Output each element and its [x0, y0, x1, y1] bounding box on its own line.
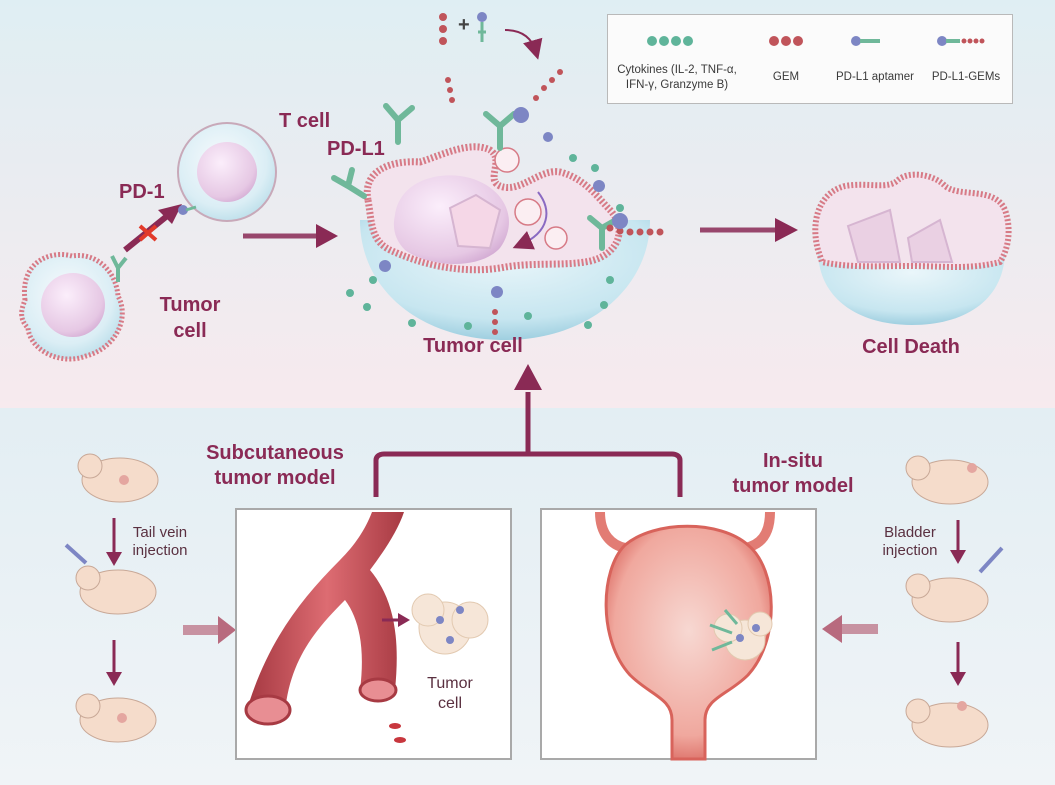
aptamer-spheres: [379, 107, 628, 298]
tumor-cluster-right: [709, 609, 773, 661]
bladder: [595, 511, 775, 761]
arrow-to-center: [243, 224, 338, 248]
left-mouse-arrows: [106, 518, 122, 686]
pd1-arrow-blocked: [123, 204, 182, 253]
small-tumor-cell-label: Tumor cell: [427, 675, 473, 712]
mouse-right-1: [905, 455, 989, 505]
tail-vein-label: Tail vein injection: [132, 524, 188, 559]
bladder-injection-label: Bladder injection: [882, 524, 938, 559]
pdl1-receptor-left: [110, 255, 128, 282]
pd1-receptor: [178, 205, 188, 215]
left-tumor-cell-label: Tumor cell: [159, 294, 221, 342]
legend-icons: [647, 36, 985, 46]
subcutaneous-model-label: Subcutaneous tumor model: [206, 442, 344, 489]
bottom-panel-background: [0, 408, 1055, 785]
mouse-left-1: [77, 453, 159, 503]
arrow-up-to-tumor-cell: [514, 364, 542, 390]
center-tumor-cell: [360, 143, 650, 341]
pdl1-label: PD-L1: [327, 138, 385, 160]
insitu-model-label: In-situ tumor model: [732, 450, 854, 497]
cytokines-dots: [346, 154, 624, 330]
aptamer-legend-icon: [851, 36, 880, 46]
legend-cytokines-label: Cytokines (IL-2, TNF-α, IFN-γ, Granzyme …: [617, 64, 737, 91]
legend-box: Cytokines (IL-2, TNF-α, IFN-γ, Granzyme …: [607, 14, 1013, 104]
pdl1-gems-legend-icon: [937, 36, 985, 46]
arrow-to-cell-death: [700, 218, 798, 242]
plus-composition-icon: [439, 12, 543, 60]
dead-tumor-cell: [812, 171, 1012, 325]
mouse-right-3: [905, 698, 989, 748]
tcell-label: T cell: [279, 110, 331, 132]
cell-death-label: Cell Death: [862, 336, 960, 358]
center-tumor-cell-label: Tumor cell: [423, 335, 523, 357]
blood-vessel: [244, 512, 406, 743]
legend-aptamer-label: PD-L1 aptamer: [836, 71, 914, 83]
left-tumor-cell: [19, 252, 125, 362]
arrow-right-to-bladder: [822, 615, 878, 643]
right-mouse-arrows: [950, 520, 966, 686]
t-cell: [177, 122, 277, 222]
gem-legend-icon: [769, 36, 803, 46]
tumor-cluster-left: [411, 593, 489, 655]
cytokine-legend-icon: [647, 36, 693, 46]
plus-sign: +: [458, 14, 470, 36]
mouse-left-3: [75, 693, 157, 743]
mouse-left-2: [64, 543, 157, 615]
pd1-label: PD-1: [119, 181, 165, 203]
arrow-left-to-vessel: [183, 616, 236, 644]
model-connector: [373, 392, 683, 497]
legend-gem-label: GEM: [772, 71, 800, 83]
legend-pdl1-gems-label: PD-L1-GEMs: [931, 71, 1001, 83]
arrow-vessel-to-tumor: [382, 613, 410, 627]
mouse-right-2: [905, 546, 1004, 623]
gem-chains: [445, 69, 664, 335]
